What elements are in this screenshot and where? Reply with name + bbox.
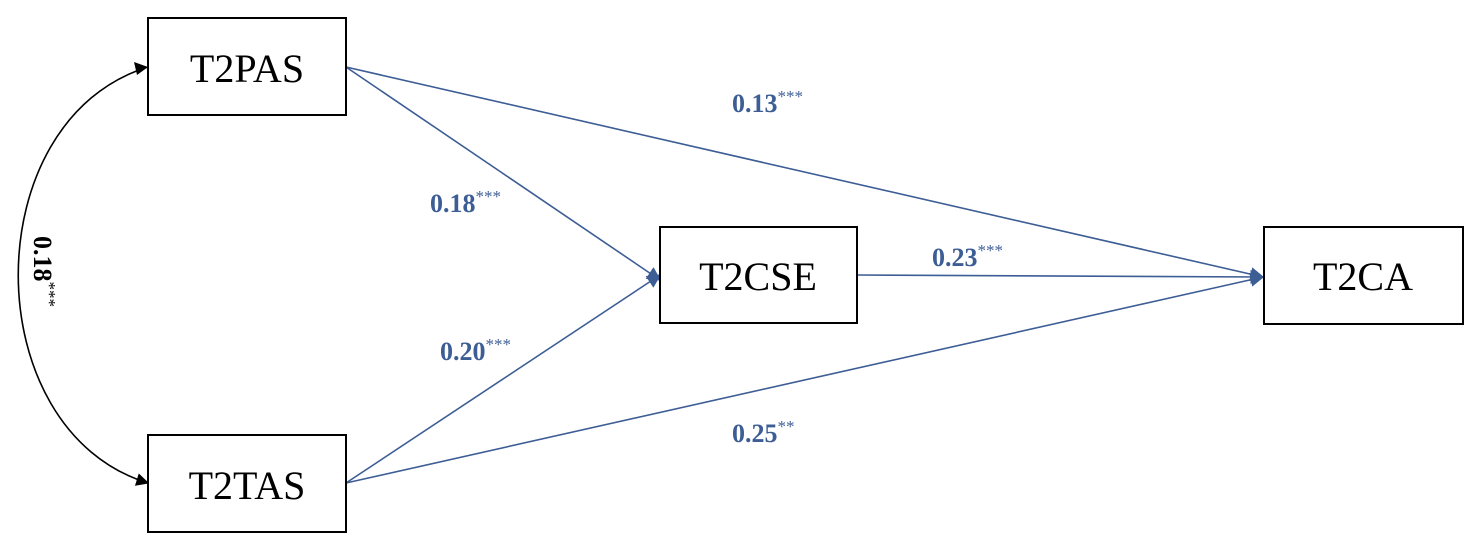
coef-label-T2TAS-T2CSE: 0.20*** bbox=[440, 335, 511, 366]
path-T2PAS-T2CSE bbox=[345, 66, 662, 281]
coef-significance: *** bbox=[978, 241, 1004, 260]
coef-value: 0.20 bbox=[440, 337, 486, 366]
coef-significance: *** bbox=[476, 187, 502, 206]
coef-label-T2CSE-T2CA: 0.23*** bbox=[932, 241, 1003, 272]
coef-value: 0.18 bbox=[430, 189, 476, 218]
coef-value: 0.25 bbox=[732, 419, 778, 448]
node-label: T2PAS bbox=[190, 46, 304, 91]
node-label: T2TAS bbox=[189, 463, 306, 508]
node-T2CA: T2CA bbox=[1263, 226, 1464, 325]
coef-label-T2PAS-T2CSE: 0.18*** bbox=[430, 187, 501, 218]
coef-significance: *** bbox=[486, 335, 512, 354]
covariance-significance: *** bbox=[40, 282, 59, 308]
node-label: T2CSE bbox=[699, 254, 817, 299]
coef-significance: ** bbox=[778, 417, 795, 436]
covariance-value: 0.18 bbox=[28, 236, 57, 282]
path-T2CSE-T2CA bbox=[856, 269, 1265, 284]
node-T2TAS: T2TAS bbox=[147, 434, 347, 533]
node-label: T2CA bbox=[1313, 254, 1413, 299]
path-T2TAS-T2CSE bbox=[345, 274, 662, 484]
coef-label-T2PAS-T2CA: 0.13*** bbox=[732, 87, 803, 118]
node-T2CSE: T2CSE bbox=[659, 226, 858, 324]
coef-value: 0.13 bbox=[732, 89, 778, 118]
node-T2PAS: T2PAS bbox=[147, 17, 347, 116]
covariance-arrow bbox=[17, 57, 162, 486]
covariance-label: 0.18*** bbox=[28, 236, 59, 307]
path-T2TAS-T2CA bbox=[345, 272, 1265, 484]
coef-label-T2TAS-T2CA: 0.25** bbox=[732, 417, 795, 448]
covariance-arrowhead-top bbox=[134, 62, 148, 75]
path-T2PAS-T2CA bbox=[345, 66, 1265, 282]
coef-value: 0.23 bbox=[932, 243, 978, 272]
coef-significance: *** bbox=[778, 87, 804, 106]
